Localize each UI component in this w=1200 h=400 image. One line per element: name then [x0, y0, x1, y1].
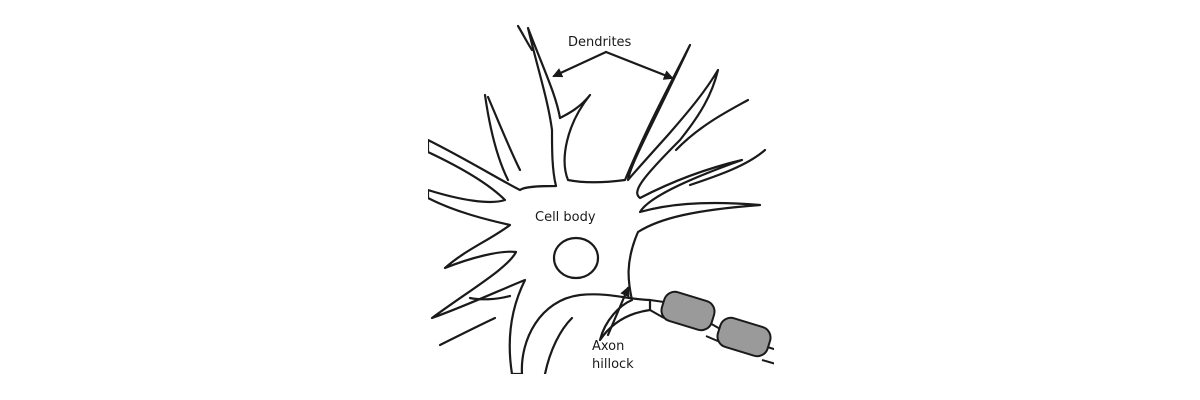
cell-body-label: Cell body — [535, 210, 596, 225]
axon-hillock-arrow — [606, 286, 630, 337]
dendrite-branch-left-upper-b — [486, 95, 522, 172]
dendrite-top-stem-dark — [516, 24, 534, 52]
dendrite-branch-bottom — [543, 316, 574, 374]
cell-body-outline — [428, 26, 762, 374]
dendrites-arrow-right — [604, 50, 674, 80]
dendrites-arrow-left — [552, 50, 608, 78]
dendrite-branch-right-top — [674, 98, 750, 152]
axon-hillock-label-line2: hillock — [592, 357, 634, 372]
dendrite-branch-left-low — [468, 294, 512, 301]
dendrite-branch-right-mid — [688, 148, 767, 187]
dendrite-branch-left-low-b — [438, 316, 497, 347]
myelin-segment-2 — [716, 316, 772, 358]
axon-hillock-label-line1: Axon — [592, 339, 624, 354]
axon — [649, 290, 774, 365]
dendrite-branch-left-upper — [483, 93, 510, 182]
myelin-segment-1 — [660, 290, 716, 332]
nucleus — [552, 236, 600, 280]
dendrites-label: Dendrites — [568, 35, 632, 50]
